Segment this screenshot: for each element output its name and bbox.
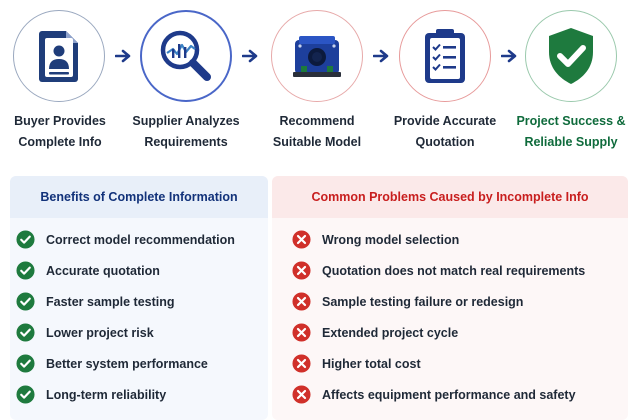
flow-step-label-line1: Project Success & <box>516 114 626 128</box>
flow-step-label-line2: Suitable Model <box>272 135 362 149</box>
list-item: Affects equipment performance and safety <box>272 379 628 410</box>
process-flow: Buyer Provides Complete Info Supplier An… <box>0 0 630 172</box>
check-circle-icon <box>16 385 35 404</box>
list-item: Extended project cycle <box>272 317 628 348</box>
x-circle-icon <box>292 292 311 311</box>
x-circle-icon <box>292 261 311 280</box>
list-item-text: Quotation does not match real requiremen… <box>322 263 586 278</box>
flow-step-circle <box>13 10 105 102</box>
flow-step-label: Provide Accurate Quotation <box>375 111 515 153</box>
list-item-text: Lower project risk <box>46 325 154 340</box>
list-item: Correct model recommendation <box>10 224 268 255</box>
list-item-text: Better system performance <box>46 356 208 371</box>
list-item-text: Affects equipment performance and safety <box>322 387 576 402</box>
check-circle-icon <box>16 292 35 311</box>
x-circle-icon <box>292 385 311 404</box>
list-item: Sample testing failure or redesign <box>272 286 628 317</box>
current-sensor-icon <box>293 36 341 77</box>
flow-step-label-line1: Supplier Analyzes <box>132 114 240 128</box>
list-item-text: Extended project cycle <box>322 325 459 340</box>
problems-list: Wrong model selection Quotation does not… <box>272 224 628 410</box>
problems-panel: Common Problems Caused by Incomplete Inf… <box>272 176 628 420</box>
list-item-text: Faster sample testing <box>46 294 175 309</box>
list-item: Faster sample testing <box>10 286 268 317</box>
list-item: Lower project risk <box>10 317 268 348</box>
flow-step-label-line2: Quotation <box>415 135 475 149</box>
flow-step-circle <box>271 10 363 102</box>
benefits-title: Benefits of Complete Information <box>10 176 268 218</box>
flow-step-label-line2: Reliable Supply <box>524 135 618 149</box>
shield-check-icon <box>549 28 593 84</box>
list-item-text: Accurate quotation <box>46 263 160 278</box>
flow-step-label: Supplier Analyzes Requirements <box>116 111 256 153</box>
problems-title: Common Problems Caused by Incomplete Inf… <box>272 176 628 218</box>
benefits-list: Correct model recommendation Accurate qu… <box>10 224 268 410</box>
flow-step-label-line1: Provide Accurate <box>393 114 497 128</box>
x-circle-icon <box>292 323 311 342</box>
x-circle-icon <box>292 230 311 249</box>
document-user-icon <box>39 31 78 82</box>
arrow-right-icon <box>373 49 389 63</box>
check-circle-icon <box>16 323 35 342</box>
flow-step-circle <box>399 10 491 102</box>
list-item: Higher total cost <box>272 348 628 379</box>
list-item: Better system performance <box>10 348 268 379</box>
flow-step-label: Buyer Provides Complete Info <box>0 111 130 153</box>
clipboard-checklist-icon <box>425 29 465 83</box>
x-circle-icon <box>292 354 311 373</box>
magnifier-chart-icon <box>160 30 211 81</box>
flow-step-label: Project Success & Reliable Supply <box>501 111 630 153</box>
flow-step-label-line1: Buyer Provides <box>14 114 106 128</box>
arrow-right-icon <box>242 49 258 63</box>
check-circle-icon <box>16 230 35 249</box>
check-circle-icon <box>16 261 35 280</box>
flow-step-circle <box>525 10 617 102</box>
list-item-text: Correct model recommendation <box>46 232 235 247</box>
list-item-text: Higher total cost <box>322 356 421 371</box>
list-item-text: Wrong model selection <box>322 232 460 247</box>
list-item: Long-term reliability <box>10 379 268 410</box>
arrow-right-icon <box>115 49 131 63</box>
list-item: Quotation does not match real requiremen… <box>272 255 628 286</box>
benefits-panel: Benefits of Complete Information Correct… <box>10 176 268 420</box>
list-item-text: Long-term reliability <box>46 387 167 402</box>
check-circle-icon <box>16 354 35 373</box>
flow-step-label-line1: Recommend <box>279 114 355 128</box>
list-item: Wrong model selection <box>272 224 628 255</box>
flow-step-label-line2: Complete Info <box>18 135 102 149</box>
arrow-right-icon <box>501 49 517 63</box>
flow-step-label-line2: Requirements <box>144 135 228 149</box>
list-item-text: Sample testing failure or redesign <box>322 294 524 309</box>
flow-step-circle <box>140 10 232 102</box>
list-item: Accurate quotation <box>10 255 268 286</box>
flow-step-label: Recommend Suitable Model <box>247 111 387 153</box>
